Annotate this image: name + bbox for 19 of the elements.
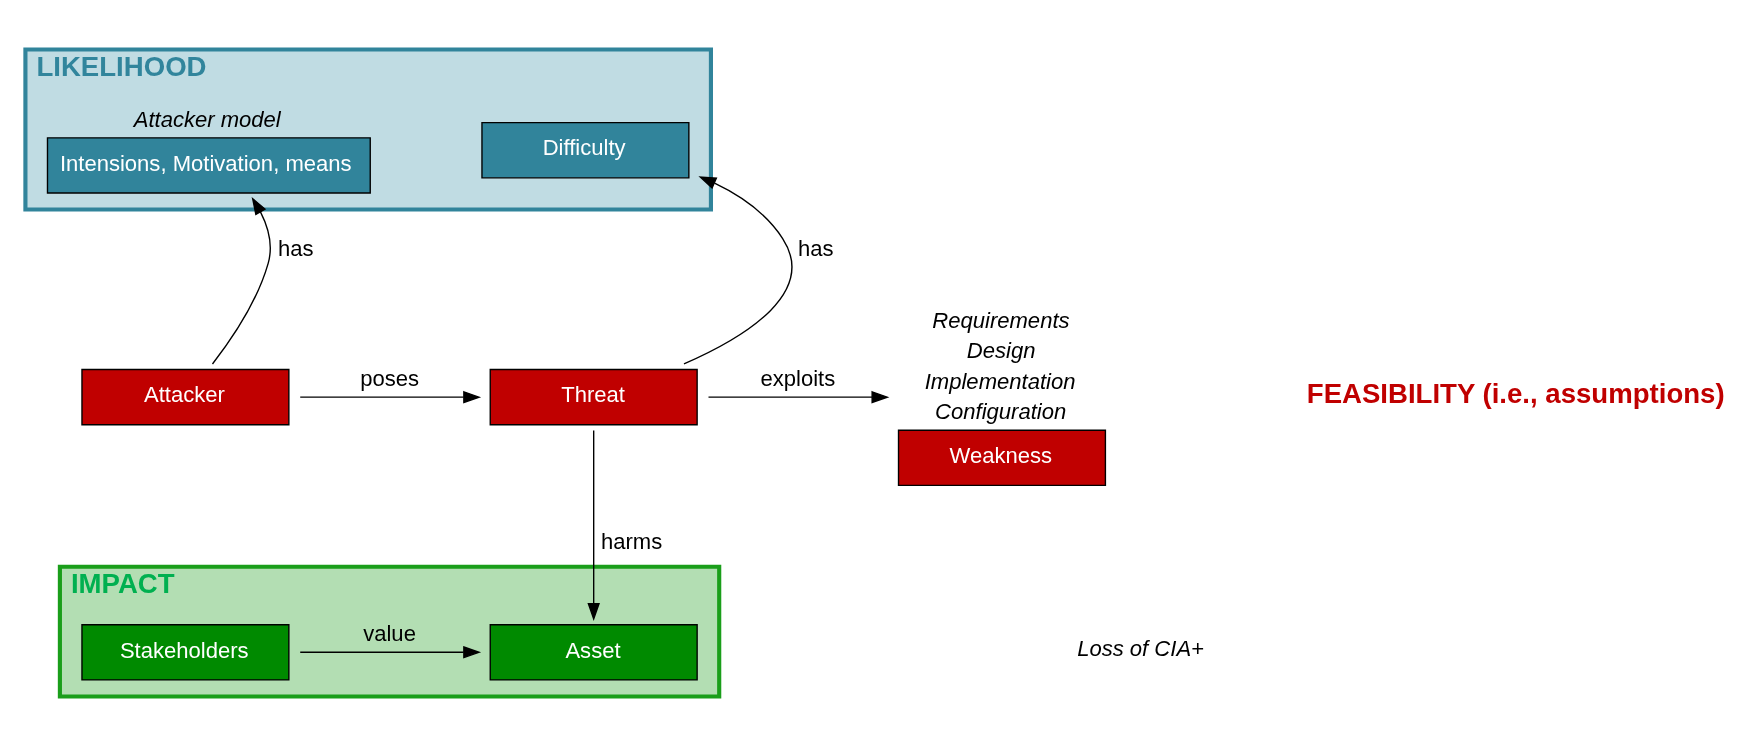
edge-label: has: [797, 235, 834, 261]
edge-label: exploits: [760, 365, 836, 391]
node-label: Implementation: [924, 368, 1076, 394]
edge-label: poses: [360, 365, 419, 391]
label: Loss of CIA+: [1077, 635, 1204, 661]
node-label: Requirements: [932, 307, 1070, 333]
node-label: Design: [966, 337, 1036, 363]
edge-label: value: [363, 620, 416, 646]
arrow: [299, 645, 482, 659]
node-label: Configuration: [935, 398, 1067, 424]
arrow: [707, 390, 890, 403]
arrow: [587, 429, 600, 621]
arrow: [299, 390, 482, 403]
label: FEASIBILITY (i.e., assumptions): [1306, 377, 1725, 409]
edge-label: has: [277, 235, 314, 261]
arrow: [683, 175, 793, 365]
arrow: [211, 196, 271, 365]
edge-label: harms: [600, 528, 663, 554]
node-label: Attacker model: [133, 106, 281, 132]
